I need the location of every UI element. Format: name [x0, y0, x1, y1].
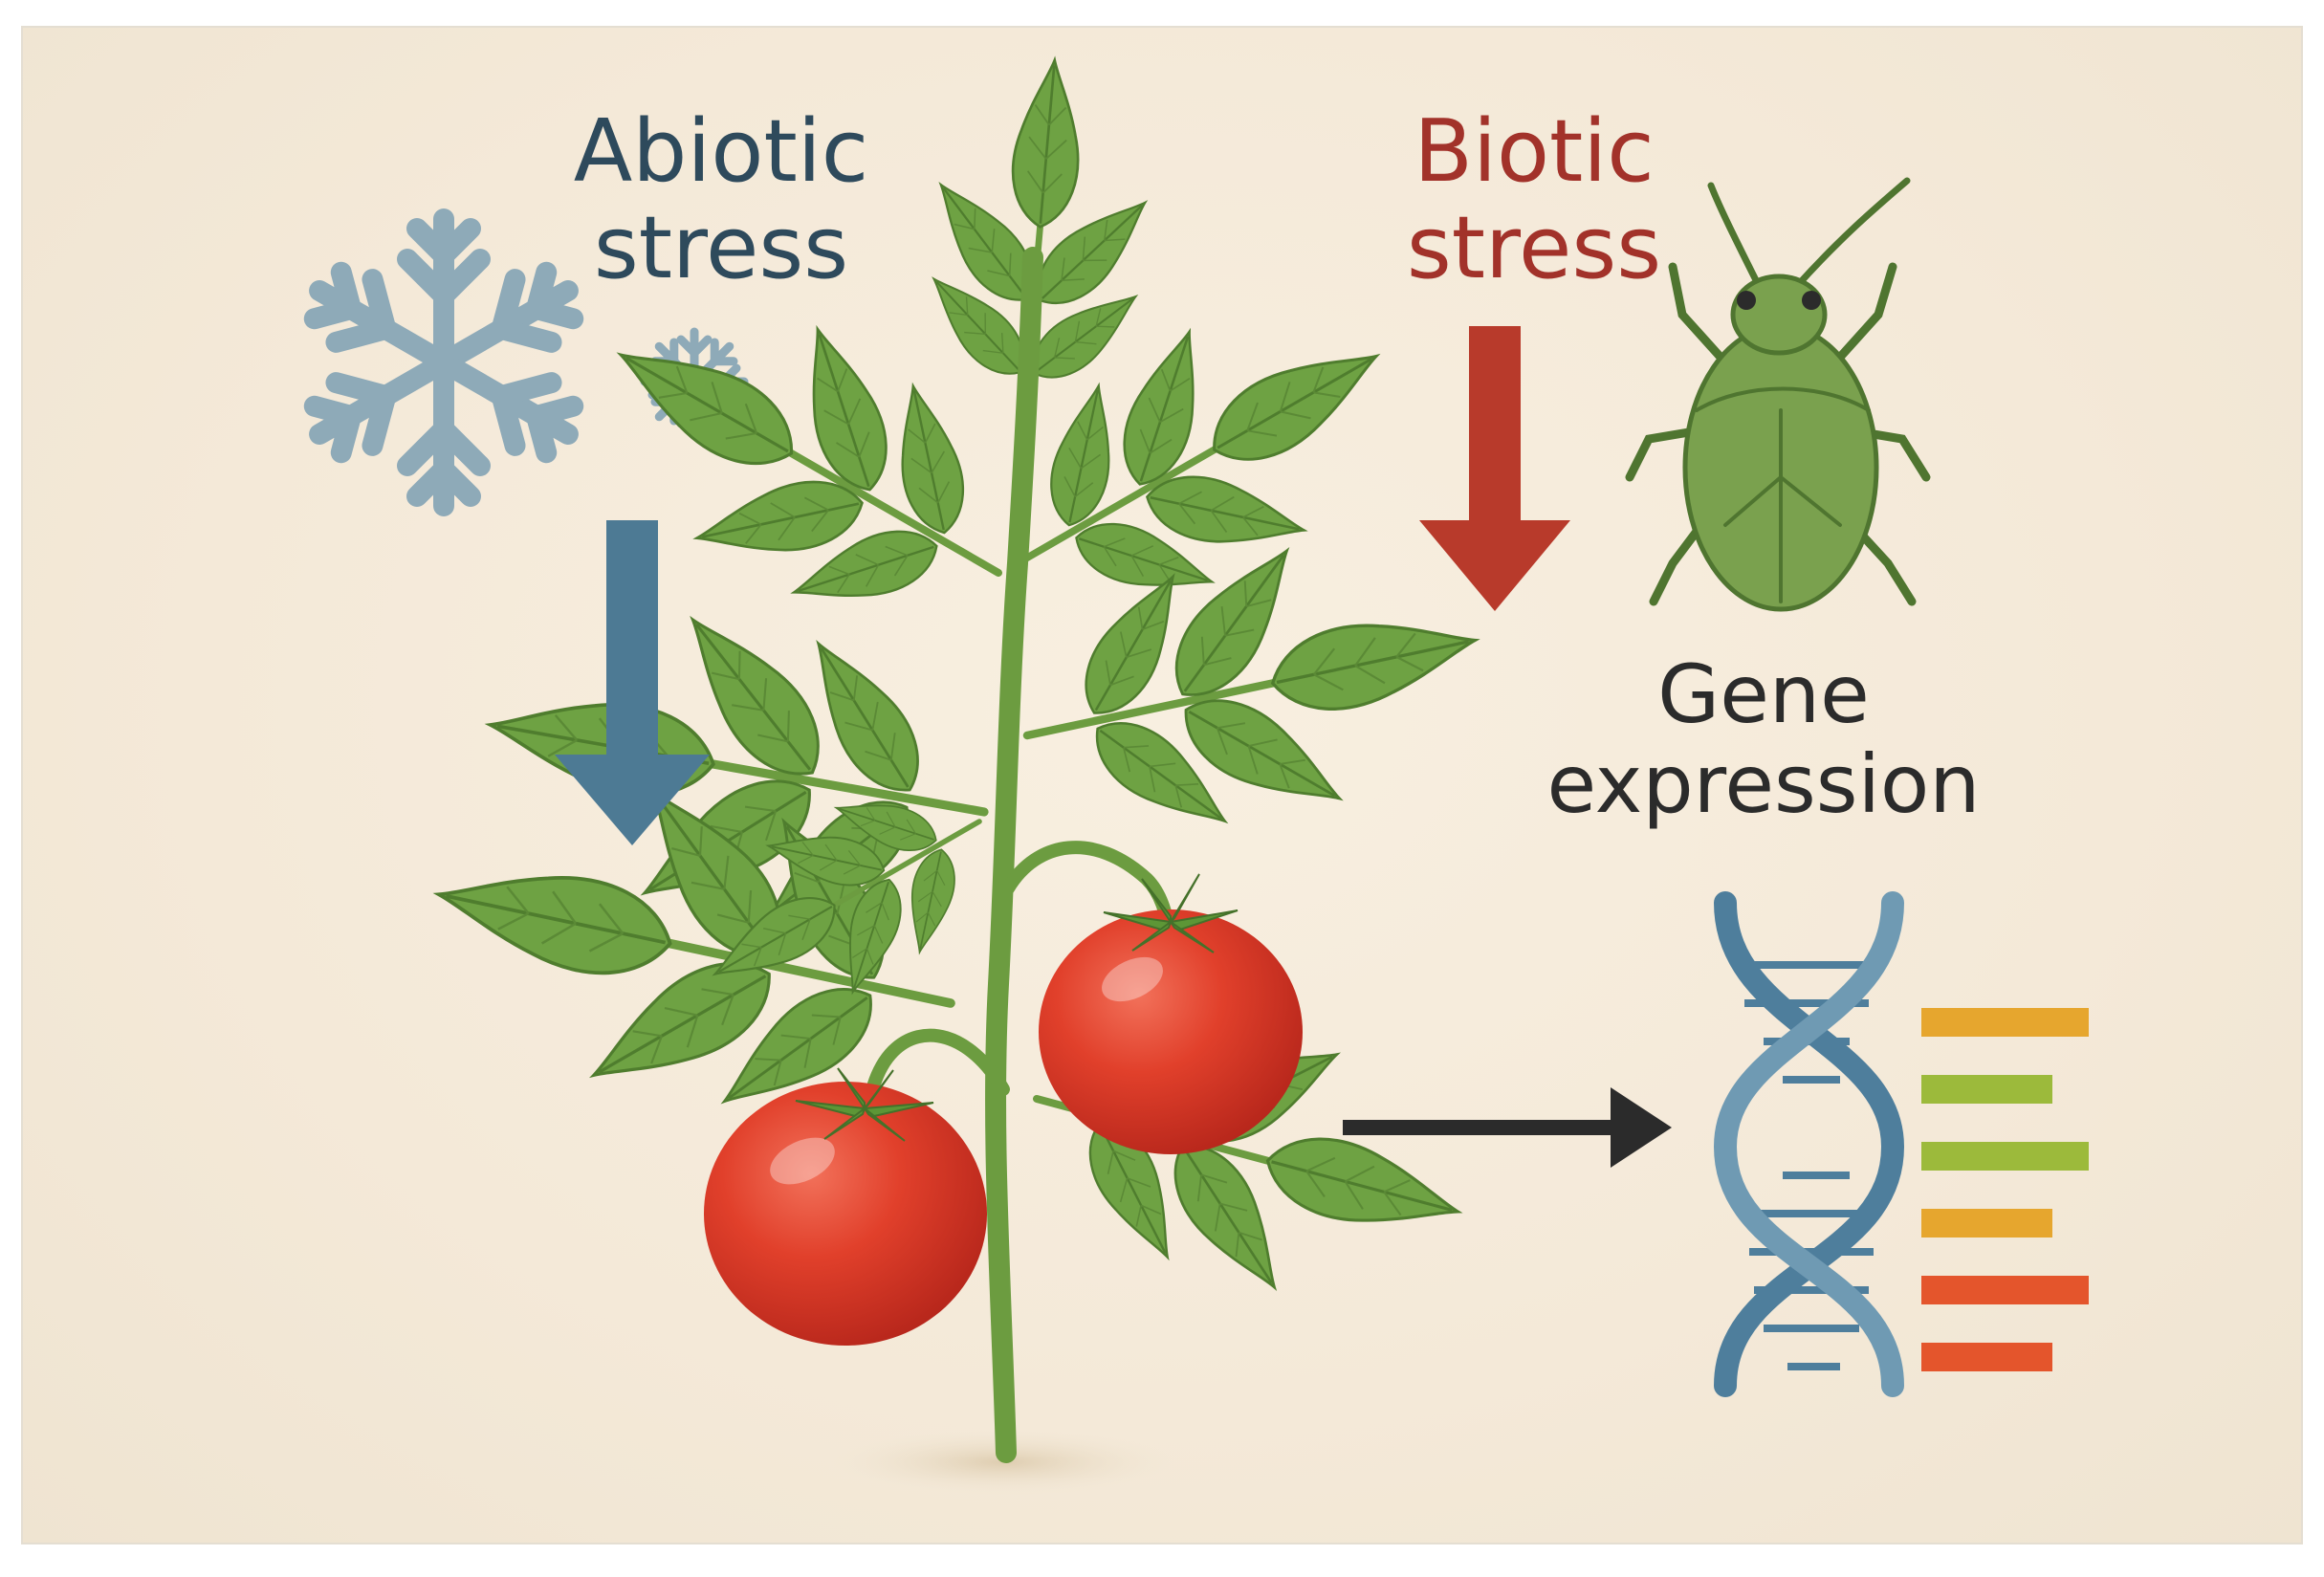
figure-panel: Abiotic stress Biotic stress Gene expres… — [21, 26, 2303, 1544]
expression-bars — [1921, 1008, 2089, 1371]
tomato-plant — [403, 50, 1506, 1463]
biotic-label-line1: Biotic — [1414, 101, 1655, 202]
abiotic-label-line1: Abiotic — [573, 101, 869, 202]
biotic-label-line2: stress — [1406, 197, 1662, 298]
illustration — [23, 28, 2089, 1495]
expression-bar — [1921, 1343, 2052, 1371]
main-stem — [985, 247, 1043, 1463]
expression-bar — [1921, 1142, 2089, 1171]
expression-bar — [1921, 1075, 2052, 1104]
expression-bar — [1921, 1276, 2089, 1304]
gene-label-line1: Gene — [1657, 647, 1870, 741]
abiotic-stress-label: Abiotic stress — [520, 101, 922, 298]
expression-bar — [1921, 1209, 2052, 1238]
biotic-stress-label: Biotic stress — [1343, 101, 1725, 298]
abiotic-label-line2: stress — [593, 197, 849, 298]
abiotic-arrow-icon — [555, 520, 710, 845]
snowflake-large-icon — [301, 208, 586, 506]
expression-bar — [1921, 1008, 2089, 1037]
dna-icon — [1713, 891, 1905, 1397]
expression-arrow-icon — [1343, 1087, 1672, 1168]
gene-label-line2: expression — [1546, 737, 1981, 832]
tomato-fruit-right — [1039, 873, 1303, 1154]
insect-icon — [1625, 177, 1931, 612]
biotic-arrow-icon — [1419, 326, 1570, 611]
gene-expression-label: Gene expression — [1515, 649, 2012, 829]
tomato-fruit-left — [704, 1067, 987, 1346]
